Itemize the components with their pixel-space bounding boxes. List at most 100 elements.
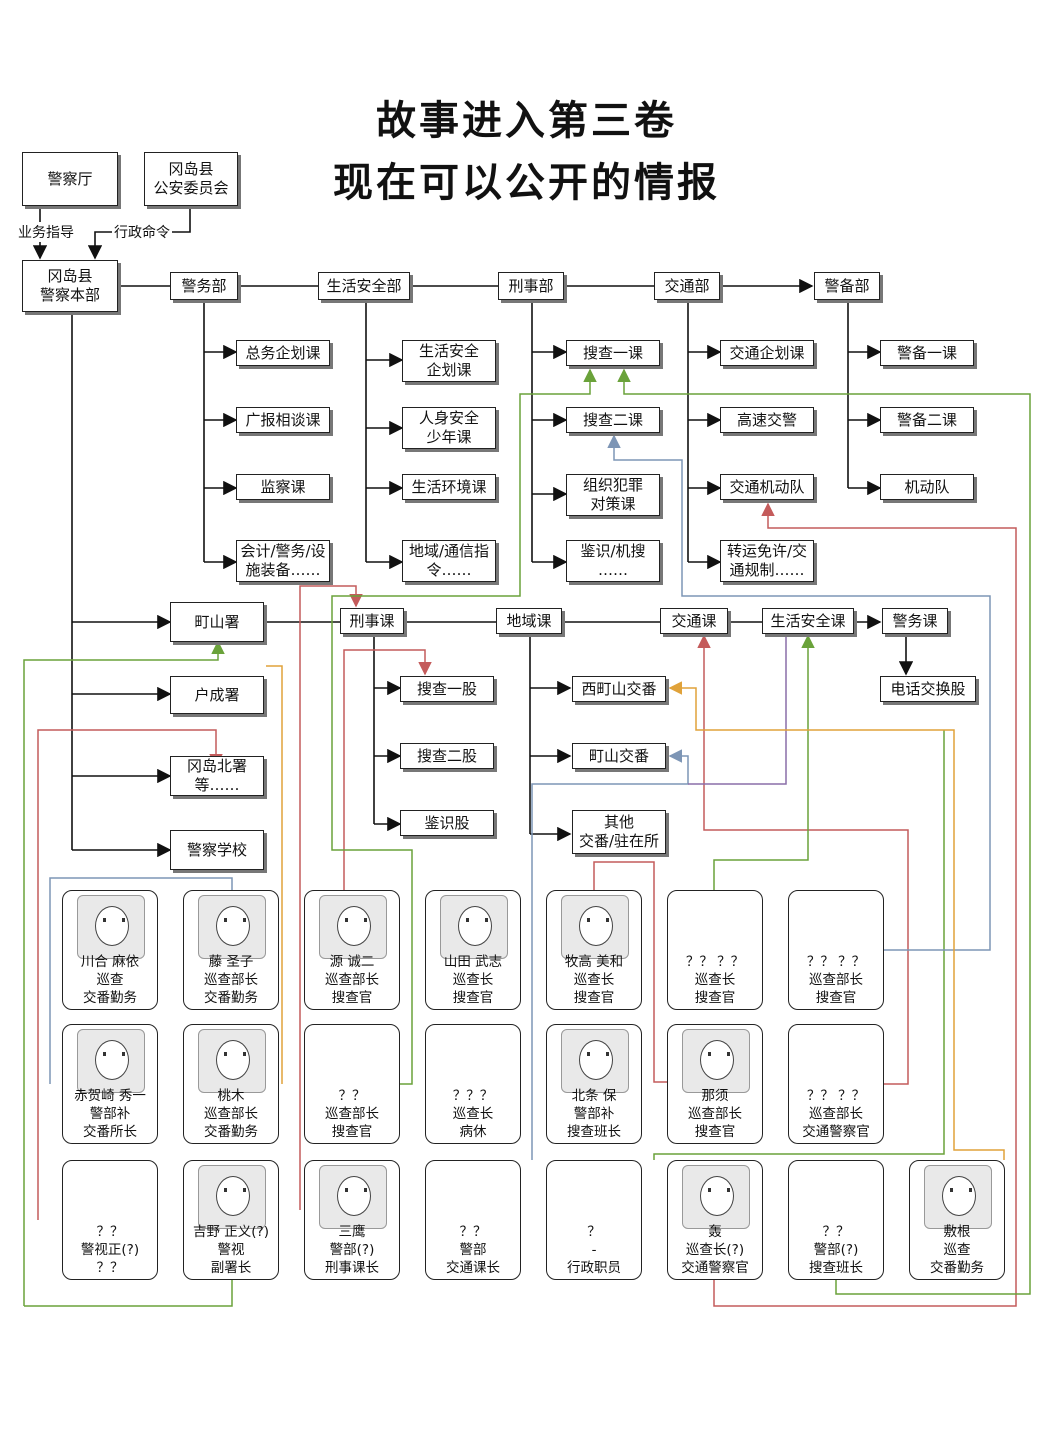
character-portrait <box>561 1029 629 1093</box>
character-card: ？？巡查部长搜查官 <box>304 1024 400 1144</box>
dept-admin: 警务部 <box>170 272 238 300</box>
character-name: 牧高 美和 <box>564 954 624 970</box>
dept-safety: 生活安全部 <box>318 272 410 300</box>
character-card: 川合 麻依巡查交番勤务 <box>62 890 158 1010</box>
character-portrait <box>319 895 387 959</box>
character-card: ？？？巡查长病休 <box>425 1024 521 1144</box>
character-rank: 巡查 <box>96 972 124 988</box>
unit-safety: 生活安全课 <box>762 608 854 634</box>
character-name: ？？ <box>459 1224 487 1240</box>
section-admin-1: 总务企划课 <box>236 340 330 366</box>
character-name: 山田 武志 <box>443 954 503 970</box>
character-name: ？？ ？？ <box>806 1088 866 1104</box>
unit-traffic: 交通课 <box>660 608 728 634</box>
character-rank: 巡查部长 <box>809 972 863 988</box>
police-academy: 警察学校 <box>170 830 264 870</box>
character-name: 赤贺崎 秀一 <box>74 1088 146 1104</box>
koban-machiyama: 町山交番 <box>572 743 666 769</box>
character-portrait <box>440 895 508 959</box>
character-card: 轰巡查长(?)交通警察官 <box>667 1160 763 1280</box>
character-card: 三鹰警部(?) 刑事课长 <box>304 1160 400 1280</box>
character-card: 藤 圣子巡查部长交番勤务 <box>183 890 279 1010</box>
character-name: 轰 <box>708 1224 722 1240</box>
character-role: 交番勤务 <box>204 1124 258 1140</box>
character-role: 病休 <box>459 1124 487 1140</box>
character-portrait <box>198 895 266 959</box>
character-rank: 巡查长 <box>452 972 494 988</box>
character-card: 源 诚二巡查部长搜查官 <box>304 890 400 1010</box>
section-criminal-2: 搜查二课 <box>566 407 660 433</box>
character-role: 搜查官 <box>573 990 615 1006</box>
section-admin-2: 广报相谈课 <box>236 407 330 433</box>
character-portrait <box>198 1029 266 1093</box>
character-name: 吉野 正义(?) <box>193 1224 269 1240</box>
character-portrait <box>924 1165 992 1229</box>
character-name: 川合 麻依 <box>80 954 140 970</box>
character-card: ？？ ？？巡查部长搜查官 <box>788 890 884 1010</box>
character-role: 交番勤务 <box>83 990 137 1006</box>
section-safety-3: 生活环境课 <box>402 474 496 500</box>
character-role: 刑事课长 <box>325 1260 379 1276</box>
character-name: ？？ <box>822 1224 850 1240</box>
character-role: 交通警察官 <box>681 1260 749 1276</box>
character-name: 藤 圣子 <box>208 954 254 970</box>
character-role: 搜查官 <box>694 990 736 1006</box>
character-name: ？？ ？？ <box>806 954 866 970</box>
character-portrait <box>682 1029 750 1093</box>
character-role: 副署长 <box>210 1260 252 1276</box>
character-rank: 巡查部长 <box>688 1106 742 1122</box>
section-traffic-2: 高速交警 <box>720 407 814 433</box>
character-rank: - <box>591 1242 597 1258</box>
section-safety-1: 生活安全 企划课 <box>402 340 496 382</box>
sub-switchboard: 电话交换股 <box>880 676 976 702</box>
station-tonari: 户成署 <box>170 676 264 714</box>
section-admin-3: 监察课 <box>236 474 330 500</box>
section-traffic-3: 交通机动队 <box>720 474 814 500</box>
character-portrait <box>319 1165 387 1229</box>
character-rank: 巡查 <box>943 1242 971 1258</box>
character-rank: 巡查部长 <box>204 972 258 988</box>
character-role: 交通课长 <box>446 1260 500 1276</box>
character-name: ？ <box>587 1224 601 1240</box>
character-card: ？？警部(?)搜查班长 <box>788 1160 884 1280</box>
character-card: 那须巡查部长搜查官 <box>667 1024 763 1144</box>
dept-criminal: 刑事部 <box>498 272 564 300</box>
section-criminal-3: 组织犯罪 对策课 <box>566 474 660 516</box>
section-criminal-4: 鉴识/机搜 …… <box>566 540 660 582</box>
koban-west: 西町山交番 <box>572 676 666 702</box>
section-security-3: 机动队 <box>880 474 974 500</box>
section-security-2: 警备二课 <box>880 407 974 433</box>
character-rank: 警部补 <box>89 1106 131 1122</box>
unit-admin: 警务课 <box>882 608 948 634</box>
npa-box: 警察厅 <box>22 152 118 206</box>
character-card: ？？ ？？巡查部长交通警察官 <box>788 1024 884 1144</box>
sub-forensics: 鉴识股 <box>400 810 494 836</box>
character-rank: 巡查部长 <box>325 1106 379 1122</box>
dept-traffic: 交通部 <box>654 272 720 300</box>
character-card: 桃木巡查部长交番勤务 <box>183 1024 279 1144</box>
character-rank: 警部(?) <box>329 1242 375 1258</box>
character-rank: 警视 <box>217 1242 245 1258</box>
character-card: ？？警视正(?)？？ <box>62 1160 158 1280</box>
station-okajima-north: 冈岛北署 等…… <box>170 756 264 796</box>
character-name: 敷根 <box>943 1224 971 1240</box>
character-card: 北条 保警部补搜查班长 <box>546 1024 642 1144</box>
koban-other: 其他 交番/驻在所 <box>572 810 666 854</box>
character-name: ？？ <box>338 1088 366 1104</box>
character-role: 搜查官 <box>452 990 494 1006</box>
character-portrait <box>682 1165 750 1229</box>
unit-criminal: 刑事课 <box>340 608 404 634</box>
section-traffic-4: 转运免许/交 通规制…… <box>720 540 814 582</box>
character-card: ？？ ？？巡查长搜查官 <box>667 890 763 1010</box>
character-portrait <box>561 895 629 959</box>
character-card: 赤贺崎 秀一警部补交番所长 <box>62 1024 158 1144</box>
character-name: 三鹰 <box>338 1224 366 1240</box>
character-card: 牧高 美和巡查长搜查官 <box>546 890 642 1010</box>
character-name: ？？ ？？ <box>685 954 745 970</box>
character-rank: 警部补 <box>573 1106 615 1122</box>
unit-community: 地域课 <box>496 608 562 634</box>
character-name: ？？？ <box>452 1088 494 1104</box>
section-traffic-1: 交通企划课 <box>720 340 814 366</box>
dept-security: 警备部 <box>814 272 880 300</box>
